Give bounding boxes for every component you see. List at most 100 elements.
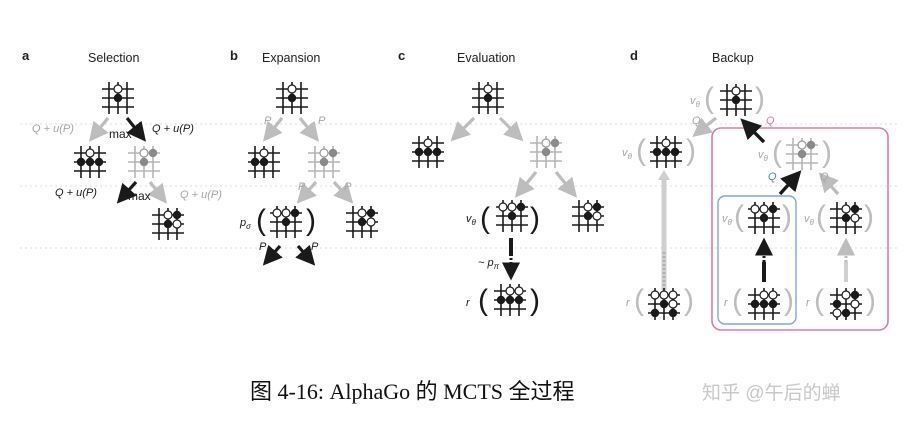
label-v-theta: vθ [466, 213, 477, 227]
paren-right: ) [684, 284, 694, 317]
paren-left: ( [480, 202, 490, 235]
label-r: r [806, 297, 811, 309]
paren-left: ( [772, 136, 782, 169]
label-v-theta: vθ [622, 147, 633, 161]
panel-c: vθ ( ) ~ pπ r ( ) [411, 81, 605, 317]
paren-right: ) [782, 200, 792, 233]
panel-b-letter: b [230, 48, 238, 63]
label-max: max [128, 189, 151, 203]
pink-box [711, 127, 889, 331]
panel-d: vθ ( ) Q Q vθ ( ) vθ ( ) Q Q vθ ( [622, 82, 889, 331]
go-board-terminal [647, 287, 681, 321]
paren-left: ( [814, 284, 824, 317]
blue-box [717, 195, 797, 325]
label-max: max [109, 127, 132, 141]
paren-right: ) [864, 200, 874, 233]
label-q-plus-u: Q + u(P) [152, 123, 194, 135]
label-p: P [344, 181, 352, 193]
edge-max [125, 117, 146, 142]
panel-b-title: Expansion [262, 51, 320, 65]
go-board-selected [127, 145, 161, 179]
label-q-plus-u: Q + u(P) [180, 189, 222, 201]
go-board [247, 145, 281, 179]
paren-left: ( [732, 284, 742, 317]
panel-d-letter: d [630, 48, 638, 63]
label-q: Q [766, 115, 775, 127]
paren-left: ( [634, 284, 644, 317]
watermark: 知乎 @午后的蝉 [702, 383, 841, 404]
panel-a: Q + u(P) max Q + u(P) Q + u(P) max Q + u… [32, 81, 222, 241]
label-r: r [466, 297, 471, 309]
label-r: r [724, 297, 729, 309]
label-p: P [259, 241, 267, 253]
label-q: Q [768, 171, 777, 183]
paren-left: ( [256, 204, 266, 237]
paren-right: ) [822, 136, 832, 169]
paren-right: ) [530, 284, 540, 317]
label-p: P [264, 115, 272, 127]
edge-grey [498, 116, 524, 142]
label-v-theta: vθ [722, 213, 733, 227]
paren-right: ) [306, 204, 316, 237]
panel-b: P P P P pσ ( ) P P [239, 81, 379, 266]
go-board [73, 145, 107, 179]
go-board [829, 201, 863, 235]
paren-left: ( [636, 134, 646, 167]
label-q: Q [692, 115, 701, 127]
panel-c-title: Evaluation [457, 51, 515, 65]
go-board [649, 135, 683, 169]
edge-grey [692, 116, 717, 137]
go-board-root [275, 81, 309, 115]
label-p: P [318, 115, 326, 127]
edge-grey [89, 117, 110, 142]
go-board-root [101, 81, 135, 115]
edge-grey [554, 170, 578, 198]
go-board [345, 205, 379, 239]
label-q-plus-u: Q + u(P) [55, 187, 97, 199]
go-board-terminal [493, 283, 527, 317]
paren-left: ( [816, 200, 826, 233]
go-board-expanded [269, 205, 303, 239]
go-board-selected [529, 135, 563, 169]
panel-d-title: Backup [712, 51, 754, 65]
go-board-terminal [747, 287, 781, 321]
label-p-sigma: pσ [239, 217, 252, 231]
panel-c-letter: c [398, 48, 405, 63]
edge-max [116, 180, 138, 204]
go-board [571, 199, 605, 233]
backup-arrowhead [658, 170, 670, 180]
go-board-evaluated [495, 199, 529, 233]
label-rollout-policy: ~ pπ [478, 257, 500, 271]
edge-grey [818, 172, 840, 196]
go-board-leaf [151, 207, 185, 241]
label-q: Q [820, 171, 829, 183]
figure-caption: 图 4-16: AlphaGo 的 MCTS 全过程 [250, 379, 575, 404]
edge-backup [778, 170, 802, 196]
edge-grey [450, 116, 476, 142]
label-v-theta: vθ [690, 95, 701, 109]
paren-left: ( [704, 82, 714, 115]
edge-grey [514, 170, 538, 198]
panel-a-letter: a [22, 48, 30, 63]
paren-right: ) [755, 82, 765, 115]
label-p: P [298, 181, 306, 193]
edge-grey [298, 117, 319, 142]
label-v-theta: vθ [804, 213, 815, 227]
go-board-selected [307, 145, 341, 179]
panel-a-title: Selection [88, 51, 139, 65]
label-v-theta: vθ [758, 149, 769, 163]
edge-policy [295, 244, 316, 266]
label-p: P [311, 241, 319, 253]
edge-grey [147, 181, 167, 204]
edge-grey [263, 117, 284, 142]
edge-policy [262, 244, 283, 266]
paren-left: ( [478, 284, 488, 317]
paren-right: ) [530, 202, 540, 235]
go-board-evaluated [747, 201, 781, 235]
paren-right: ) [686, 134, 696, 167]
paren-right: ) [866, 284, 876, 317]
go-board-root [719, 83, 753, 117]
paren-right: ) [784, 284, 794, 317]
edge-grey [296, 180, 318, 204]
